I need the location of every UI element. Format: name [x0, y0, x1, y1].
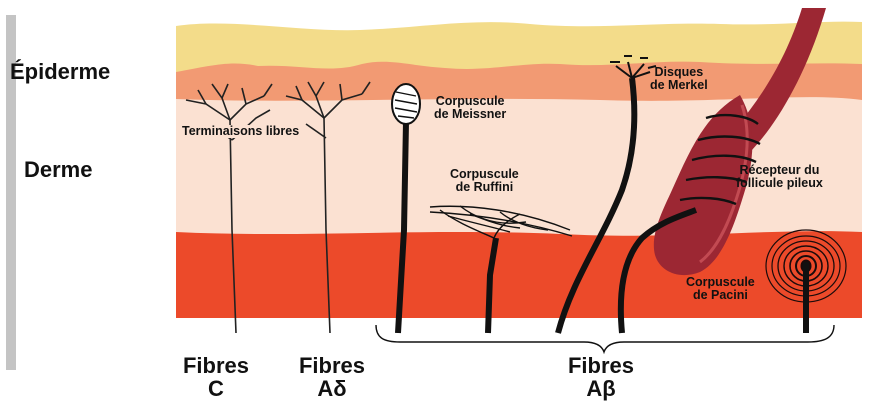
hair-follicle-label: Récepteur du follicule pileux — [736, 164, 823, 190]
fibers-a-delta-line1: Fibres — [286, 354, 378, 377]
meissner-label-line2: de Meissner — [434, 108, 506, 121]
ruffini-label: Corpuscule de Ruffini — [450, 168, 519, 194]
fibers-c-line2: C — [170, 377, 262, 400]
meissner-corpuscle — [392, 84, 420, 124]
dermis-label: Derme — [24, 158, 92, 181]
fibers-a-beta-label: Fibres Aβ — [546, 354, 656, 400]
epidermis-label: Épiderme — [10, 60, 110, 83]
a-beta-brace — [376, 325, 834, 352]
ruffini-label-line2: de Ruffini — [450, 181, 519, 194]
fibers-a-beta-line2: Aβ — [546, 377, 656, 400]
fibers-a-delta-label: Fibres Aδ — [286, 354, 378, 400]
merkel-label-line2: de Merkel — [650, 79, 708, 92]
fibers-a-delta-line2: Aδ — [286, 377, 378, 400]
pacini-label: Corpuscule de Pacini — [686, 276, 755, 302]
deep-dermis-layer — [176, 229, 862, 318]
hair-follicle-label-line2: follicule pileux — [736, 177, 823, 190]
merkel-label: Disques de Merkel — [650, 66, 708, 92]
free-endings-label: Terminaisons libres — [180, 125, 301, 138]
pacini-label-line2: de Pacini — [686, 289, 755, 302]
fibers-a-beta-line1: Fibres — [546, 354, 656, 377]
fibers-c-line1: Fibres — [170, 354, 262, 377]
fibers-c-label: Fibres C — [170, 354, 262, 400]
meissner-label: Corpuscule de Meissner — [434, 95, 506, 121]
